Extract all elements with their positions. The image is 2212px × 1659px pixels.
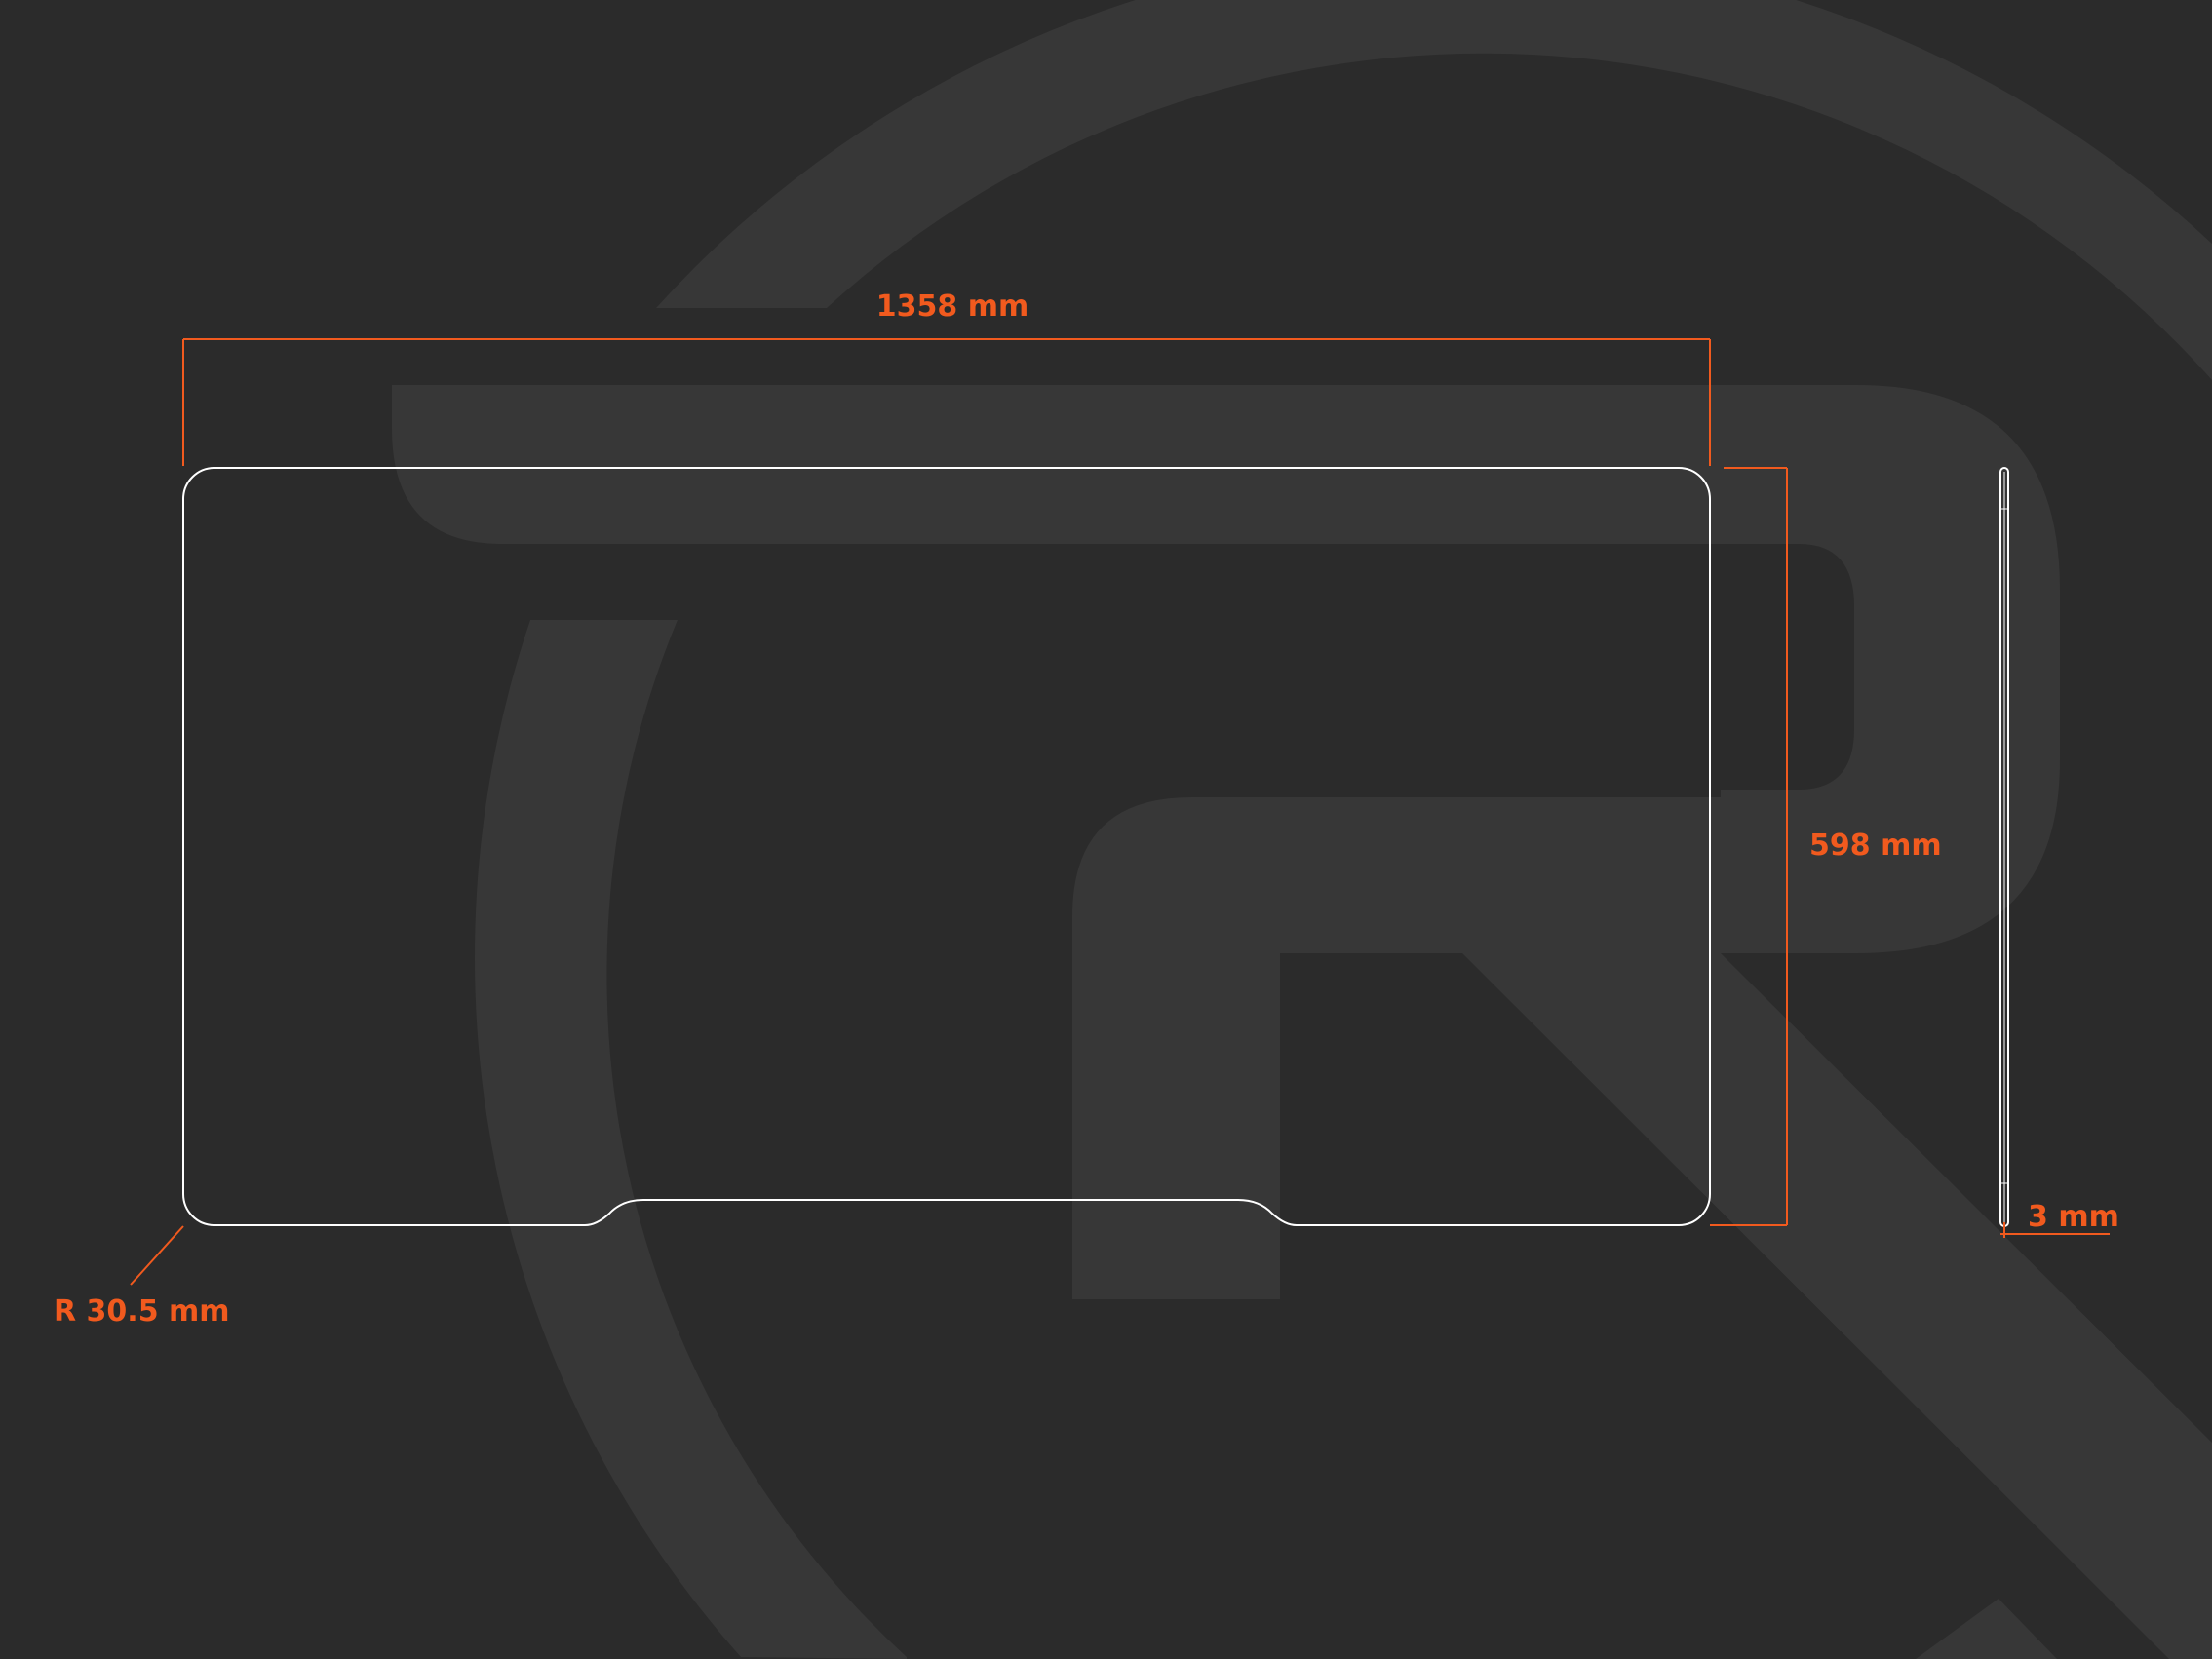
brand-logo-watermark bbox=[392, 0, 2212, 1659]
watermark-ring-tail bbox=[1916, 1599, 2057, 1659]
thickness-label: 3 mm bbox=[2028, 1200, 2119, 1234]
watermark-ring bbox=[656, 0, 2212, 380]
mat-outline bbox=[182, 467, 1711, 1226]
watermark-r-top bbox=[392, 385, 2060, 953]
height-dimension bbox=[1710, 467, 1788, 1226]
width-dimension bbox=[182, 338, 1711, 466]
watermark-r-stem bbox=[1072, 797, 1721, 1299]
width-label: 1358 mm bbox=[876, 289, 1028, 324]
watermark-r-leg bbox=[1462, 953, 2212, 1659]
corner-radius-label: R 30.5 mm bbox=[54, 1294, 230, 1329]
watermark-ring-lower bbox=[474, 620, 907, 1657]
height-label: 598 mm bbox=[1809, 829, 1942, 863]
corner-radius-leader bbox=[130, 1225, 184, 1286]
